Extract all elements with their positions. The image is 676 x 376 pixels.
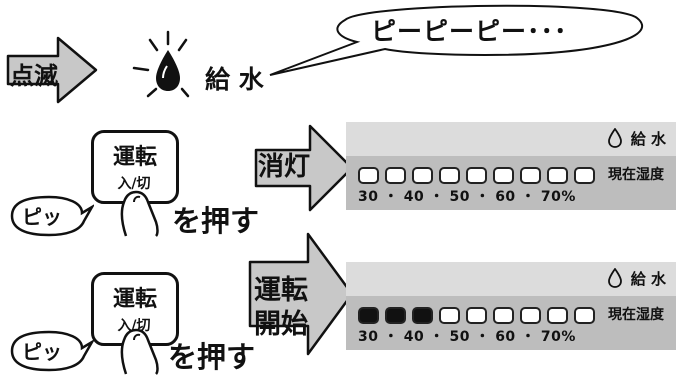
humidity-led bbox=[520, 167, 541, 184]
humidity-led bbox=[358, 307, 379, 324]
humidity-scale: 30 ・ 40 ・ 50 ・ 60 ・ 70% bbox=[358, 189, 576, 205]
start-operation-arrow bbox=[248, 232, 354, 356]
humidity-scale: 30 ・ 40 ・ 50 ・ 60 ・ 70% bbox=[358, 329, 576, 345]
current-humidity-label: 現在湿度 bbox=[608, 307, 664, 323]
push-text: を押す bbox=[168, 340, 256, 374]
humidity-led bbox=[385, 307, 406, 324]
humidity-led bbox=[466, 167, 487, 184]
humidity-led bbox=[439, 167, 460, 184]
current-humidity-label: 現在湿度 bbox=[608, 167, 664, 183]
control-panel-off: 給 水 現在湿度 30 ・ 40 ・ 50 ・ 60 ・ 70% bbox=[346, 122, 676, 210]
panel-water-label: 給 水 bbox=[630, 270, 666, 288]
humidity-led bbox=[493, 167, 514, 184]
humidity-led bbox=[412, 167, 433, 184]
blink-arrow bbox=[6, 36, 98, 104]
power-button-sub-label: 入/切 bbox=[117, 176, 151, 192]
beep-text: ピーピーピー･･･ bbox=[371, 17, 568, 46]
water-drop-outline-icon bbox=[608, 268, 622, 288]
humidity-led bbox=[574, 307, 595, 324]
power-button-sub-label: 入/切 bbox=[117, 318, 151, 334]
water-drop-blinking-icon bbox=[132, 30, 190, 98]
speech-bubble bbox=[269, 4, 644, 76]
finger-press-icon bbox=[120, 190, 159, 237]
panel-water-label: 給 水 bbox=[630, 130, 666, 148]
humidity-led bbox=[385, 167, 406, 184]
humidity-led bbox=[493, 307, 514, 324]
pi-text: ピッ bbox=[22, 340, 62, 364]
humidity-led bbox=[412, 307, 433, 324]
humidity-led bbox=[547, 307, 568, 324]
water-refill-label: 給 水 bbox=[205, 65, 264, 94]
power-button[interactable]: 運転 入/切 bbox=[91, 130, 179, 204]
humidity-led bbox=[439, 307, 460, 324]
finger-press-icon bbox=[120, 328, 159, 375]
start-operation-label-2: 開始 bbox=[254, 309, 308, 340]
start-operation-label-1: 運転 bbox=[254, 275, 308, 306]
push-text: を押す bbox=[172, 204, 260, 238]
pi-bubble bbox=[10, 330, 94, 372]
power-button-label: 運転 bbox=[112, 145, 157, 170]
control-panel-on: 給 水 現在湿度 30 ・ 40 ・ 50 ・ 60 ・ 70% bbox=[346, 262, 676, 350]
humidity-led bbox=[574, 167, 595, 184]
lights-off-label: 消灯 bbox=[258, 152, 311, 182]
humidity-led bbox=[466, 307, 487, 324]
humidity-led bbox=[547, 167, 568, 184]
blink-label: 点滅 bbox=[10, 62, 58, 90]
humidity-led bbox=[358, 167, 379, 184]
pi-text: ピッ bbox=[22, 205, 62, 229]
water-drop-outline-icon bbox=[608, 128, 622, 148]
power-button-label: 運転 bbox=[112, 287, 157, 312]
lights-off-arrow bbox=[254, 124, 354, 212]
pi-bubble bbox=[10, 195, 94, 237]
humidity-led bbox=[520, 307, 541, 324]
